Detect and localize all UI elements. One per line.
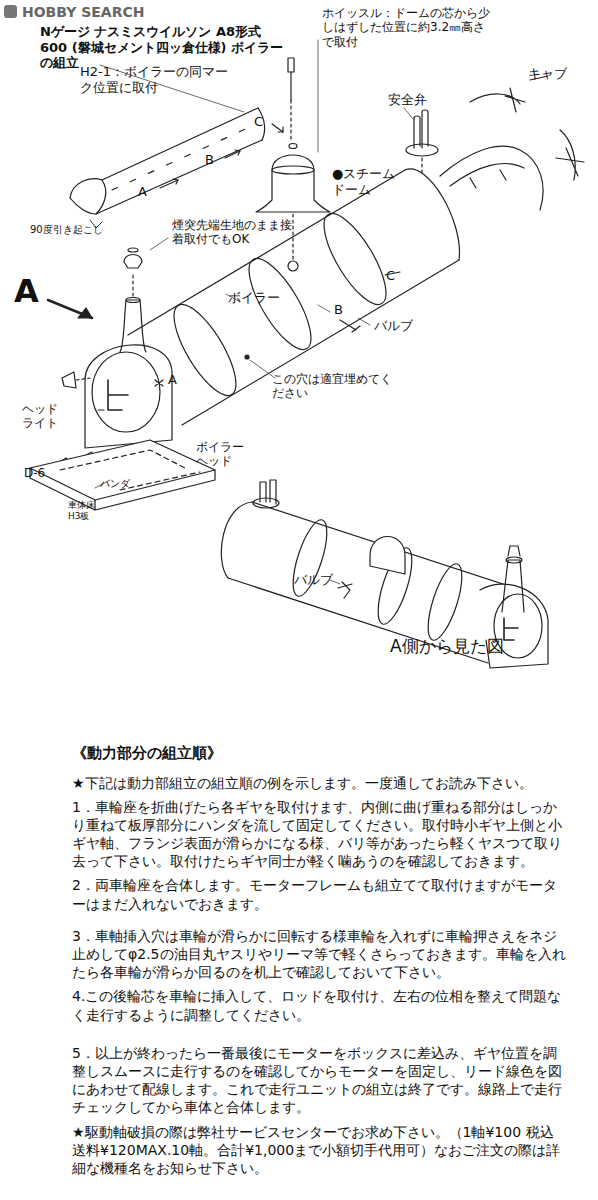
chimney [120,238,168,352]
instruction-paragraph: 2．両車輪座を合体します。モーターフレームも組立てて取付けますがモーターはまだ入… [72,876,567,912]
instruction-paragraph: ★下記は動力部組立の組立順の例を示します。一度通してお読み下さい。 [72,774,567,792]
part-name: ヘッドライト [22,402,62,431]
part-name: キャブ [528,66,567,82]
mark-letter: A [138,184,147,200]
cab [440,76,584,210]
instruction-paragraph: 5．以上が終わったら一番最後にモーターをボックスに差込み、ギヤ位置を調整しスムー… [72,1044,567,1117]
assembled-boiler [221,480,548,668]
section-heading: 《動力部分の組立順》 [72,744,567,764]
view-caption: A側から見た図 [390,636,504,656]
h2-1-strip [70,65,283,228]
instruction-paragraph: 3．車軸挿入穴は車輪が滑らかに回転する様車輪を入れずに車輪押さえをネジ止めしてφ… [72,927,567,982]
note: H2-1：ボイラーの同マーク位置に取付 [80,64,230,95]
safety-valve [404,108,438,176]
mark-letter: B [205,152,214,168]
logo-mark [4,5,17,18]
note: ホイッスル：ドームの芯から少しはずした位置に約3.2㎜高さで取付 [322,6,492,49]
watermark: HOBBY SEARCH [22,4,144,21]
part-name: D-6 [24,466,45,480]
mark-letter: C [386,268,395,284]
view-arrow [48,300,92,318]
part-name: ●スチーム ドーム [332,166,400,197]
part-name: バルブ [294,572,333,588]
boiler [128,169,459,425]
note: 90度引き起こし [30,224,103,236]
instruction-paragraph: 1．車輪座を折曲げたら各ギヤを取付けます、内側に曲げ重ねる部分はしっかり重ねて板… [72,798,567,871]
part-name: ボイラー ヘッド [196,440,248,469]
note: 煙突先端生地のまま接着取付でもOK [172,218,302,247]
part-name: バルブ [374,318,413,334]
whistle [288,40,318,152]
mark-letter: B [334,302,343,318]
mark-letter: C [254,114,263,130]
part-name: 車体床 H3板 [68,500,100,522]
sheet-title: Nゲージ ナスミスウイルソン A8形式 600 (磐城セメント四ッ倉仕様) ボイ… [40,24,290,71]
mark-letter: A [168,372,177,388]
instruction-paragraph: 4.この後輪芯を車輪に挿入して、ロッドを取付け、左右の位相を整えて問題なく走行す… [72,987,567,1023]
part-name: ボイラー [228,290,280,306]
floor-plate [30,440,215,510]
part-name: ハンダ [100,478,130,490]
note: この穴は適宜埋めてください [272,372,392,401]
view-letter: A [14,272,39,310]
instruction-paragraph: ★駆動軸破損の際は弊社サービスセンターでお求め下さい。（1軸¥100 税込送料¥… [72,1123,567,1178]
assembly-notes: 《動力部分の組立順》 ★下記は動力部組立の組立順の例を示します。一度通してお読み下… [72,738,567,1177]
part-name: 安全弁 [388,92,427,108]
